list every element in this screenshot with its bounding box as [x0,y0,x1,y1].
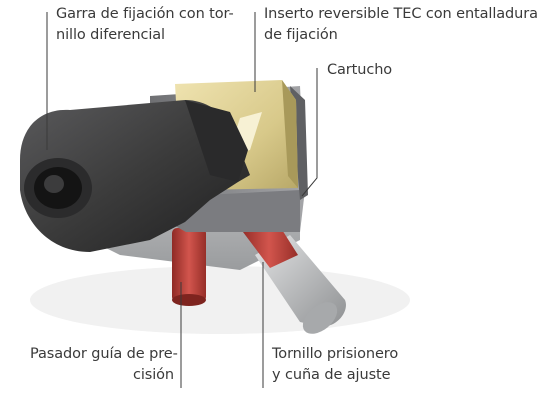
label-inserto: Inserto reversible TEC con entalladura d… [264,4,538,46]
label-garra-line1: Garra de fijación con tor- [56,6,234,22]
label-inserto-line1: Inserto reversible TEC con entalladura [264,6,538,22]
label-tornillo-line1: Tornillo prisionero [272,346,399,362]
label-cartucho-line1: Cartucho [327,62,393,78]
leader-lines [46,12,318,388]
leader-cartucho [301,68,318,197]
label-garra-line2: nillo diferencial [56,27,165,43]
clamp-dark [20,100,250,252]
label-garra: Garra de fijación con tor- nillo diferen… [56,4,234,46]
label-tornillo-line2: y cuña de ajuste [272,367,391,383]
label-pasador-line1: Pasador guía de pre- [30,346,178,362]
guide-pin-red [172,228,206,306]
label-pasador-line2: cisión [132,367,174,383]
label-pasador: Pasador guía de pre- cisión [30,344,178,386]
ground-shadow [30,266,410,334]
label-inserto-line2: de fijación [264,27,338,43]
label-tornillo: Tornillo prisionero y cuña de ajuste [272,344,398,386]
label-cartucho: Cartucho [327,60,392,81]
